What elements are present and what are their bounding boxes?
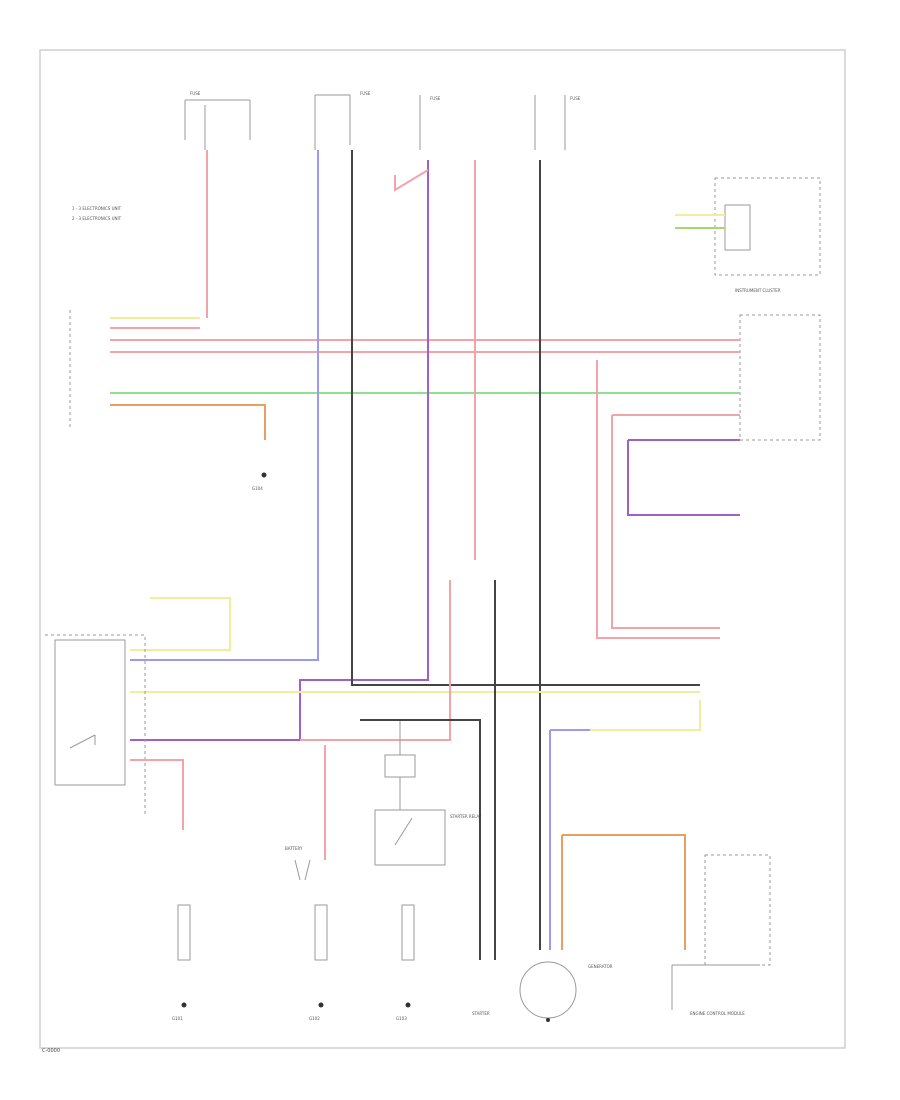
battery-relay-module <box>45 634 146 815</box>
fuse-block-2: FUSE <box>314 91 371 150</box>
engine-control-label: ENGINE CONTROL MODULE <box>690 1011 745 1016</box>
battery-symbol: BATTERY <box>285 846 311 881</box>
ground-3-label: G103 <box>396 1016 407 1021</box>
battery-label: BATTERY <box>285 846 303 851</box>
ground-1-label: G101 <box>172 1016 183 1021</box>
fuse-2-label: FUSE <box>360 91 371 96</box>
fuse-1-label: FUSE <box>190 91 201 96</box>
starter-relay-label: STARTER RELAY <box>450 814 482 819</box>
ground-4-label: G104 <box>252 486 263 491</box>
fuse-block-1: FUSE <box>184 91 251 150</box>
ground-stack-4: G104 <box>252 472 267 491</box>
ground-stack-2: G102 <box>309 904 328 1021</box>
diagram-frame <box>39 49 846 1049</box>
engine-control-module: ENGINE CONTROL MODULE <box>671 854 771 1016</box>
starter-relay: STARTER RELAY <box>374 720 482 866</box>
ground-stack-3: G103 <box>396 904 415 1021</box>
fuse-4-label: FUSE <box>570 96 581 101</box>
generator: GENERATOR <box>519 961 613 1022</box>
page-reference: C-0000 <box>42 1048 60 1054</box>
fuse-3-label: FUSE <box>430 96 441 101</box>
fuse-block-3: FUSE <box>419 95 441 150</box>
generator-label: GENERATOR <box>588 964 613 969</box>
instrument-cluster-module: INSTRUMENT CLUSTER <box>714 177 821 293</box>
legend-line-2: 2 - 3 ELECTRONICS UNIT <box>72 216 122 221</box>
fuse-block-4: FUSE <box>534 95 581 150</box>
legend-line-1: 1 - 3 ELECTRONICS UNIT <box>72 206 122 211</box>
instrument-cluster-label: INSTRUMENT CLUSTER <box>735 288 781 293</box>
right-control-module <box>739 314 821 441</box>
ground-stack-1: G101 <box>172 904 191 1021</box>
starter-label: STARTER <box>472 1011 490 1016</box>
ground-2-label: G102 <box>309 1016 320 1021</box>
